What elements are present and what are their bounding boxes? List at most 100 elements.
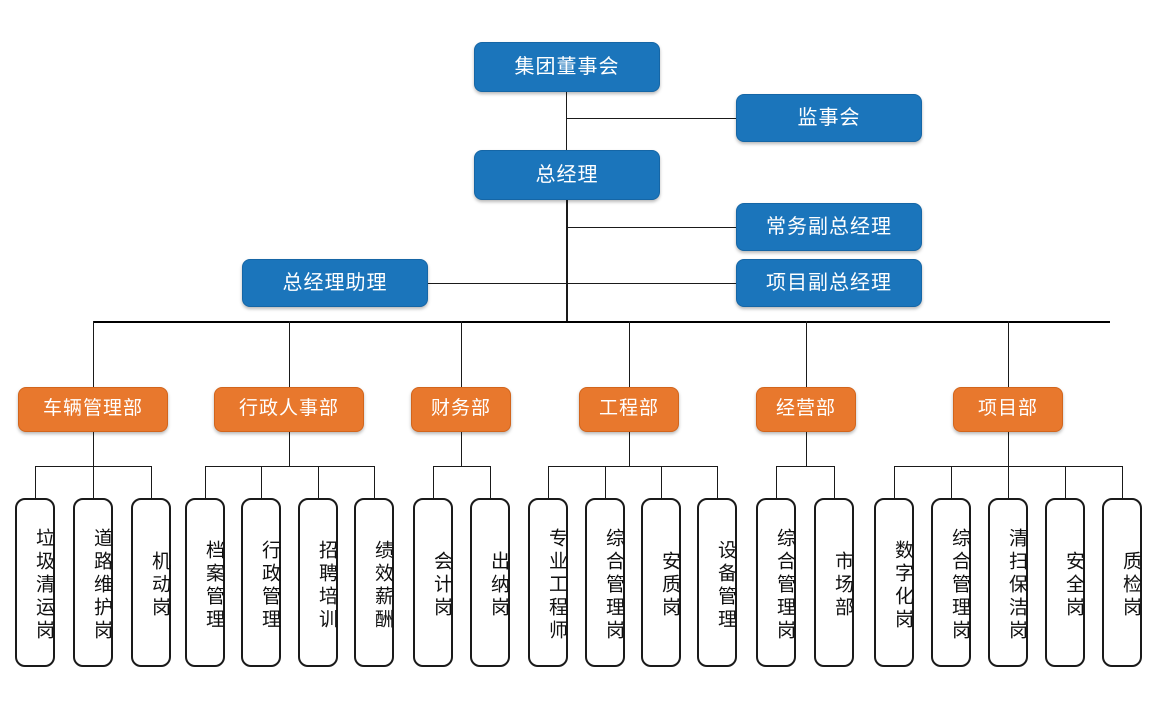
node-position-marketing[interactable]: 市场部	[814, 498, 854, 667]
node-position-road-maintenance[interactable]: 道路维护岗	[73, 498, 113, 667]
node-position-safety[interactable]: 安全岗	[1045, 498, 1085, 667]
node-label: 机动岗	[149, 551, 170, 620]
connector-pos-drop	[834, 466, 835, 498]
node-label: 招聘培训	[316, 539, 337, 632]
node-label: 档案管理	[203, 539, 224, 632]
node-position-quality-inspection[interactable]: 质检岗	[1102, 498, 1142, 667]
node-position-professional-engineer[interactable]: 专业工程师	[528, 498, 568, 667]
node-position-archive-management[interactable]: 档案管理	[185, 498, 225, 667]
node-general-manager[interactable]: 总经理	[474, 150, 660, 200]
connector-dept5-stem	[806, 432, 807, 466]
connector-pos-drop	[894, 466, 895, 498]
node-label: 总经理	[535, 164, 599, 186]
connector-pos-drop	[661, 466, 662, 498]
connector-pos-drop	[1065, 466, 1066, 498]
node-executive-deputy-gm[interactable]: 常务副总经理	[736, 203, 922, 251]
node-label: 项目部	[977, 398, 1038, 420]
node-position-digitalization[interactable]: 数字化岗	[874, 498, 914, 667]
sub-bus-dept2	[205, 466, 374, 467]
connector-dept4-stem	[629, 432, 630, 466]
node-label: 出纳岗	[488, 551, 509, 620]
node-position-performance-compensation[interactable]: 绩效薪酬	[354, 498, 394, 667]
sub-bus-dept3	[433, 466, 490, 467]
node-position-equipment-management[interactable]: 设备管理	[697, 498, 737, 667]
node-label: 专业工程师	[546, 528, 567, 643]
connector-dept2-stem	[289, 432, 290, 466]
sub-bus-dept5	[776, 466, 834, 467]
node-label: 清扫保洁岗	[1006, 528, 1027, 643]
node-label: 工程部	[598, 398, 659, 420]
department-bus	[93, 321, 1110, 323]
connector-pos-drop	[151, 466, 152, 498]
node-label: 安全岗	[1063, 551, 1084, 620]
node-label: 常务副总经理	[766, 216, 892, 238]
node-position-safety-quality[interactable]: 安质岗	[641, 498, 681, 667]
node-position-mobile-duty[interactable]: 机动岗	[131, 498, 171, 667]
node-label: 会计岗	[431, 551, 452, 620]
connector-gm-spine-to-supervisory	[566, 118, 736, 119]
node-label: 数字化岗	[892, 539, 913, 632]
node-label: 项目副总经理	[766, 272, 892, 294]
connector-bus-to-dept-1	[93, 321, 94, 387]
connector-pos-drop	[776, 466, 777, 498]
connector-dept6-stem	[1008, 432, 1009, 466]
node-label: 总经理助理	[282, 272, 388, 294]
connector-board-to-gm	[566, 92, 567, 150]
sub-bus-dept4	[548, 466, 717, 467]
node-label: 综合管理岗	[774, 528, 795, 643]
node-position-cashier[interactable]: 出纳岗	[470, 498, 510, 667]
node-label: 综合管理岗	[949, 528, 970, 643]
node-gm-assistant[interactable]: 总经理助理	[242, 259, 428, 307]
node-department-admin-hr[interactable]: 行政人事部	[214, 387, 364, 432]
connector-bus-to-dept-5	[806, 321, 807, 387]
node-label: 市场部	[832, 551, 853, 620]
connector-spine-to-project-deputy	[566, 283, 736, 284]
node-label: 绩效薪酬	[372, 539, 393, 632]
connector-pos-drop	[35, 466, 36, 498]
node-department-engineering[interactable]: 工程部	[579, 387, 679, 432]
node-label: 监事会	[797, 107, 861, 129]
node-department-operations[interactable]: 经营部	[756, 387, 856, 432]
node-department-finance[interactable]: 财务部	[411, 387, 511, 432]
node-position-accounting[interactable]: 会计岗	[413, 498, 453, 667]
connector-bus-to-dept-4	[629, 321, 630, 387]
node-department-project[interactable]: 项目部	[953, 387, 1063, 432]
node-position-cleaning-sanitation[interactable]: 清扫保洁岗	[988, 498, 1028, 667]
node-label: 综合管理岗	[603, 528, 624, 643]
node-label: 安质岗	[659, 551, 680, 620]
node-position-admin-management[interactable]: 行政管理	[241, 498, 281, 667]
node-label: 道路维护岗	[91, 528, 112, 643]
node-project-deputy-gm[interactable]: 项目副总经理	[736, 259, 922, 307]
node-label: 垃圾清运岗	[33, 528, 54, 643]
node-supervisory-board[interactable]: 监事会	[736, 94, 922, 142]
connector-pos-drop	[318, 466, 319, 498]
node-label: 质检岗	[1120, 551, 1141, 620]
connector-spine-to-gm-assistant	[428, 283, 566, 284]
node-department-vehicle-management[interactable]: 车辆管理部	[18, 387, 168, 432]
connector-pos-drop	[951, 466, 952, 498]
connector-pos-drop	[374, 466, 375, 498]
connector-pos-drop	[490, 466, 491, 498]
node-position-project-general-management[interactable]: 综合管理岗	[931, 498, 971, 667]
connector-spine-to-exec-deputy	[566, 227, 736, 228]
connector-bus-to-dept-6	[1008, 321, 1009, 387]
node-label: 设备管理	[715, 539, 736, 632]
node-board-of-directors[interactable]: 集团董事会	[474, 42, 660, 92]
node-label: 集团董事会	[514, 56, 620, 78]
node-label: 行政人事部	[238, 398, 339, 420]
connector-bus-to-dept-3	[461, 321, 462, 387]
connector-pos-drop	[261, 466, 262, 498]
node-position-recruitment-training[interactable]: 招聘培训	[298, 498, 338, 667]
node-position-waste-transport[interactable]: 垃圾清运岗	[15, 498, 55, 667]
node-label: 行政管理	[259, 539, 280, 632]
connector-gm-to-bus	[566, 200, 568, 322]
node-label: 车辆管理部	[42, 398, 143, 420]
node-position-operations-general-management[interactable]: 综合管理岗	[756, 498, 796, 667]
node-position-engineering-general-management[interactable]: 综合管理岗	[585, 498, 625, 667]
connector-pos-drop	[93, 466, 94, 498]
connector-pos-drop	[717, 466, 718, 498]
connector-pos-drop	[433, 466, 434, 498]
connector-bus-to-dept-2	[289, 321, 290, 387]
connector-pos-drop	[1008, 466, 1009, 498]
connector-pos-drop	[605, 466, 606, 498]
